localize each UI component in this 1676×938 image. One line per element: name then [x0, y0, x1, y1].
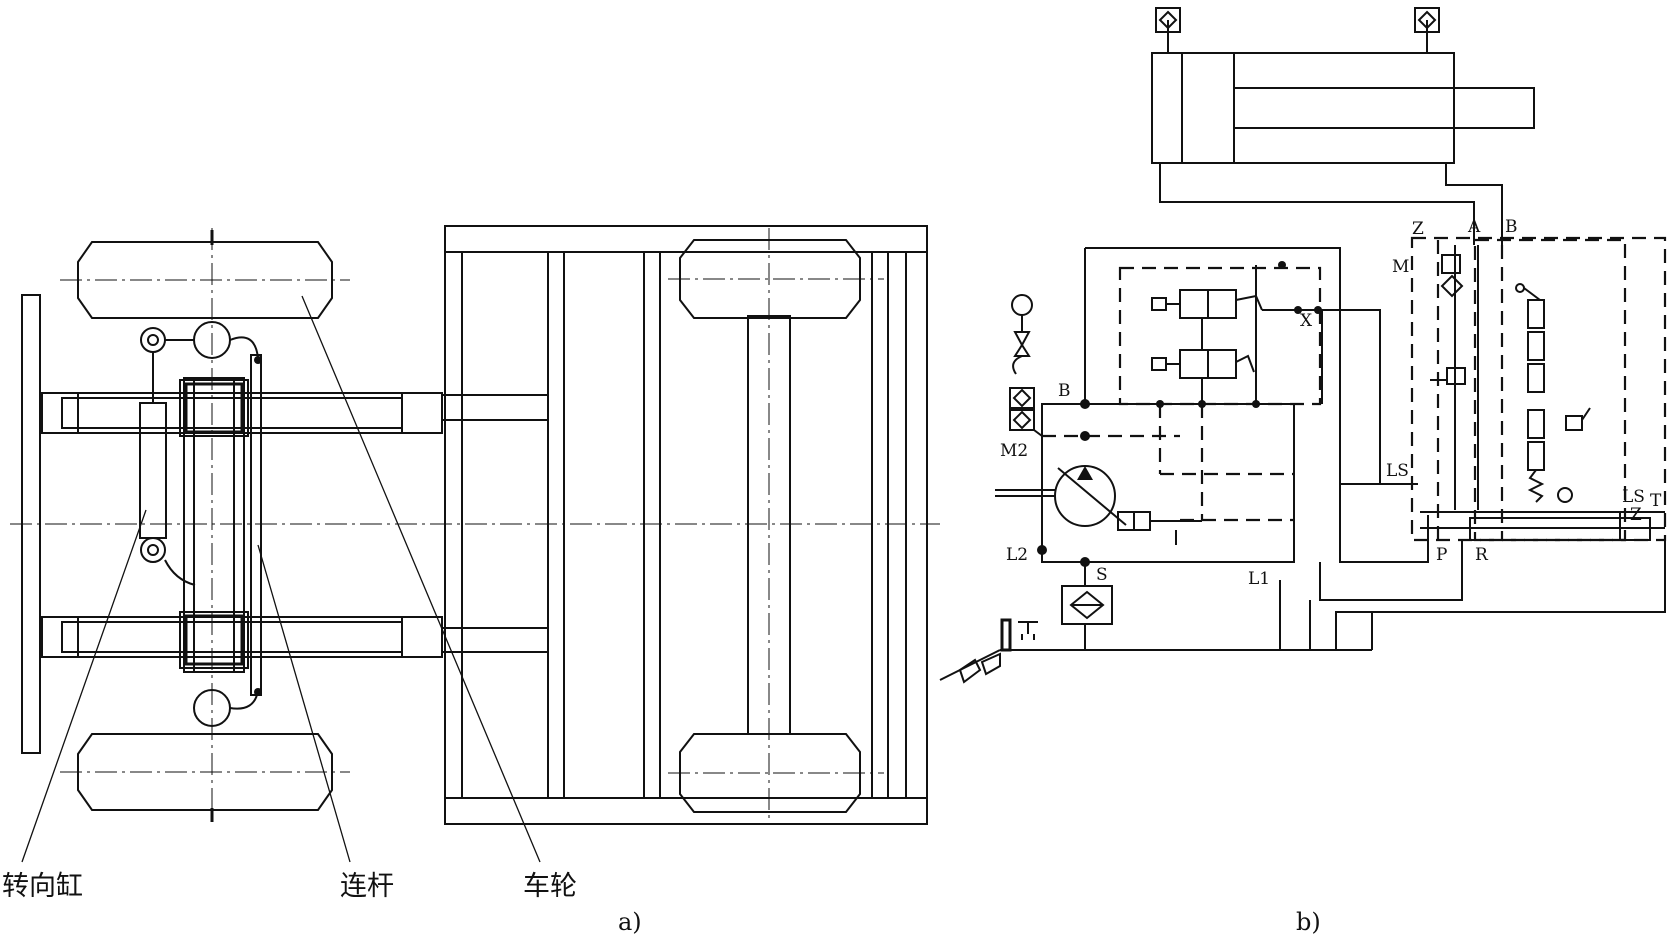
pump-unit — [995, 247, 1418, 563]
port-s: S — [1096, 565, 1108, 585]
rear-frame — [442, 225, 928, 825]
port-z: Z — [1412, 219, 1424, 239]
rear-top-wheel — [668, 239, 884, 319]
port-l1: L1 — [1248, 569, 1270, 589]
priority-valve — [1430, 254, 1466, 385]
rear-bottom-wheel — [668, 733, 884, 813]
caption-a: a) — [618, 908, 642, 936]
leader-wheel — [301, 295, 541, 863]
leader-link-rod — [257, 544, 351, 863]
front-right-wheel — [60, 733, 350, 822]
port-b-top: B — [1505, 217, 1518, 237]
control-spool — [1515, 283, 1591, 503]
port-a: A — [1467, 217, 1481, 237]
cylinder-check-valve-right — [1414, 7, 1440, 33]
pressure-gauge — [1009, 294, 1043, 437]
lower-clamp — [179, 611, 249, 669]
panel-b-hydraulic: Z Z A B M LS LS T P R — [939, 7, 1667, 936]
steering-cylinder — [139, 327, 196, 586]
callout-wheel: 车轮 — [523, 871, 577, 902]
port-l2: L2 — [1006, 545, 1028, 565]
suction-filter — [1000, 562, 1290, 651]
port-ls-left: LS — [1386, 461, 1409, 481]
port-m2: M2 — [1000, 441, 1028, 461]
cylinder-check-valve-left — [1155, 7, 1181, 33]
port-ls-right: LS — [1622, 487, 1645, 507]
link-rod — [229, 336, 262, 710]
front-left-wheel — [60, 230, 350, 319]
port-x: X — [1300, 311, 1313, 331]
port-m: M — [1392, 257, 1409, 277]
port-minor-z: Z — [1630, 505, 1642, 525]
callout-link-rod: 连杆 — [340, 871, 394, 902]
tank-fittings — [939, 618, 1038, 684]
leader-steering-cylinder — [21, 509, 147, 863]
caption-b: b) — [1296, 908, 1321, 936]
steering-unit-inner — [1473, 238, 1627, 542]
pressure-control-block — [1118, 261, 1340, 408]
steering-unit-outline — [1410, 236, 1667, 542]
upper-clamp — [179, 379, 249, 437]
panel-a-chassis: 转向缸 连杆 车轮 a) — [2, 225, 940, 936]
port-b-pump: B — [1058, 381, 1071, 401]
port-p: P — [1436, 545, 1447, 565]
hydraulic-cylinder — [1151, 7, 1535, 164]
port-r: R — [1475, 545, 1489, 565]
callout-steering-cylinder: 转向缸 — [2, 871, 83, 902]
port-t: T — [1650, 491, 1662, 511]
